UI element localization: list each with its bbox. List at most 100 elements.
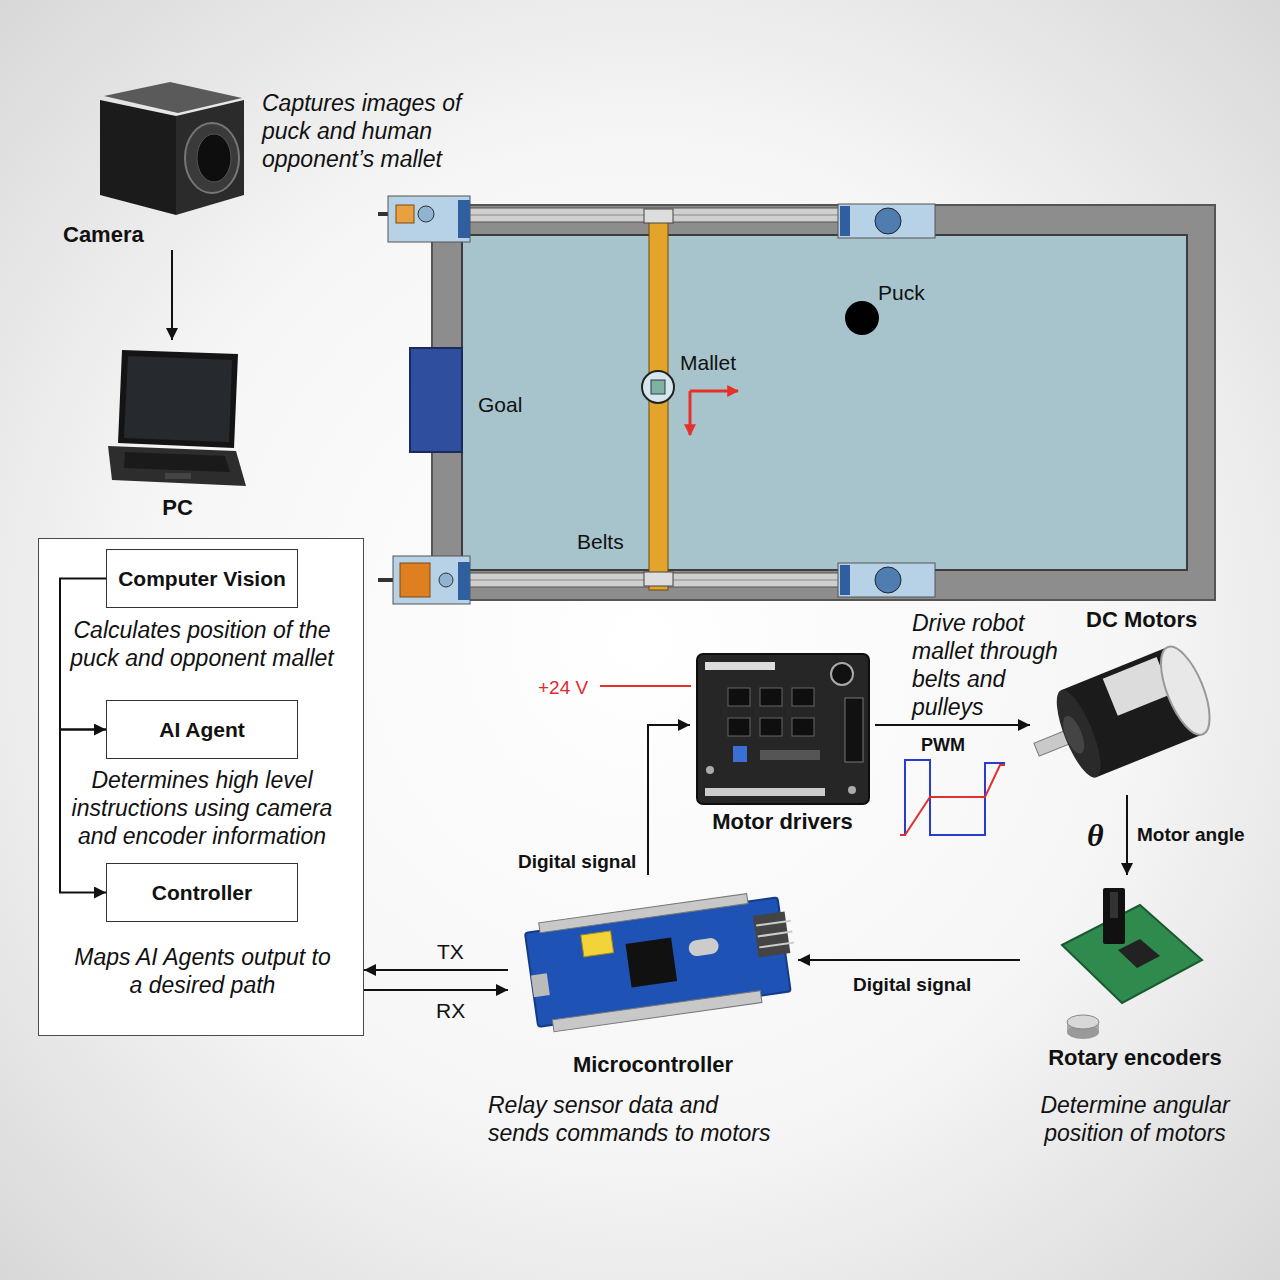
software-box: Calculates position of the puck and oppo… [38,538,364,1036]
dc-motor-illustration-part [1059,713,1089,756]
edge-label: RX [436,997,465,1025]
motor-driver-board-part [733,746,747,762]
pulley-mount-part [875,567,901,593]
component-name: Rotary encoders [1020,1044,1250,1072]
encoder-illustration-part [1103,888,1125,944]
pulley-mount [838,563,935,597]
pc-node: PC [100,340,255,525]
dc-motor-node: DC Motors [1030,605,1225,795]
gantry-part [644,209,673,223]
motor-driver-board-part [760,718,782,736]
laptop-illustration-part [165,473,191,479]
motor-mount [378,556,470,604]
pulley-mount-part [840,565,850,595]
part-label: Belts [577,528,624,556]
gantry-part [644,572,673,586]
camera-illustration-part [100,100,176,215]
camera-node: CameraCaptures images of puck and human … [55,78,475,250]
laptop-illustration-part [118,350,238,448]
dc-motor-illustration-part [1048,685,1109,783]
motor-mount-part [400,563,430,597]
process-box: AI Agent [106,700,298,759]
motion-arrow [689,391,692,435]
motor-driver-board-part [705,788,825,796]
motor-driver-board-part [792,718,814,736]
connector-arrow [364,989,508,991]
encoder-illustration [1062,888,1202,1039]
box-title: Controller [152,879,252,907]
motor-driver-board [697,654,869,804]
air-hockey-table [378,196,1215,604]
motor-driver-board-part [705,662,775,670]
box-title: AI Agent [159,716,245,744]
motor-driver-board-part [697,654,869,804]
microcontroller-board-part [581,931,614,957]
motor-driver-board-part [831,663,853,685]
dc-motor-illustration-part [1151,640,1220,741]
motor-driver-node: Motor drivers [690,648,875,838]
pulley-mount-part [840,206,850,236]
motor-mount-part [458,200,470,238]
motor-mount-part [388,196,470,242]
motor-driver-board-part [848,786,856,794]
power-wire [600,685,691,687]
edge-label: Digital signal [518,848,636,876]
encoder-illustration-part [1062,905,1202,1003]
component-name: Camera [63,221,144,249]
connector-arrow [648,725,690,875]
pulley-mount [838,204,935,238]
microcontroller-board-part [625,938,677,988]
motor-mount-part [458,562,470,600]
edge-label: Digital signal [853,971,971,999]
goal-block [410,348,462,452]
encoder-illustration-part [1067,1015,1099,1029]
microcontroller-board-part [531,973,550,997]
camera-illustration-part [176,100,244,215]
motor-mount [378,196,470,242]
laptop-illustration-part [124,452,230,472]
motor-mount-part [439,573,453,587]
encoder-node: Rotary encodersDetermine angular positio… [1020,875,1250,1150]
edge-label: Drive robot mallet through belts and pul… [912,609,1068,721]
encoder-illustration-part [1110,892,1118,918]
robot-mallet-part [642,371,674,403]
pwm-waveform [900,760,1005,835]
microcontroller-board-part [539,894,748,933]
microcontroller-board-part [758,932,793,937]
microcontroller-board-part [688,937,720,957]
description-note: Relay sensor data and sends commands to … [488,1091,774,1147]
motor-driver-board-part [728,688,750,706]
part-label: Goal [478,391,522,419]
motor-driver-board-part [792,688,814,706]
laptop-illustration-part [124,356,232,442]
step-note: Maps AI Agents output to a desired path [70,943,335,999]
pulley-mount-part [838,204,935,238]
component-name: PC [100,494,255,522]
camera-illustration-part [185,123,239,193]
microcontroller-board [524,888,802,1034]
voltage-label: +24 V [538,674,588,702]
motor-mount-part [378,578,394,582]
air-hockey-table-part [432,205,1215,600]
description-note: Determine angular position of motors [1025,1091,1245,1147]
connector-arrow [798,959,1020,961]
connector-arrow [364,969,508,971]
motion-arrow [690,390,738,393]
connector-arrow [171,250,173,340]
connector-arrow [875,724,1030,726]
rail [455,208,850,222]
rail [455,573,850,587]
microcontroller-node: MicrocontrollerRelay sensor data and sen… [508,875,798,1150]
laptop-illustration [108,350,246,486]
motor-driver-board-part [728,718,750,736]
edge-label: Motor angle [1137,821,1245,849]
puck-disc [845,301,879,335]
part-label: Mallet [680,349,736,377]
motor-driver-board-part [760,688,782,706]
robot-mallet [642,371,674,403]
motor-driver-board-part [845,698,863,762]
component-name: Microcontroller [508,1051,798,1079]
camera-illustration-part [197,134,231,182]
signal-label: PWM [921,731,965,759]
